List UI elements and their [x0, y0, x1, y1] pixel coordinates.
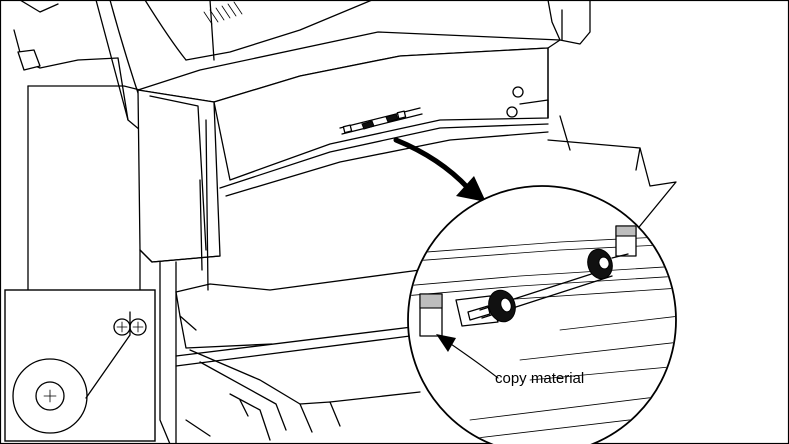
upper-unit-front: [137, 31, 561, 263]
alignment-bar: [339, 107, 423, 135]
inset-schematic: [4, 289, 156, 442]
curved-arrow: [393, 137, 486, 202]
magnified-detail: [407, 185, 677, 444]
callout-label: copy material: [495, 370, 584, 387]
callout-copy-material: copy material: [436, 334, 584, 387]
hatch-mark: [203, 1, 243, 25]
feed-tray: [175, 99, 677, 441]
machine-top-hood: [13, 0, 591, 131]
